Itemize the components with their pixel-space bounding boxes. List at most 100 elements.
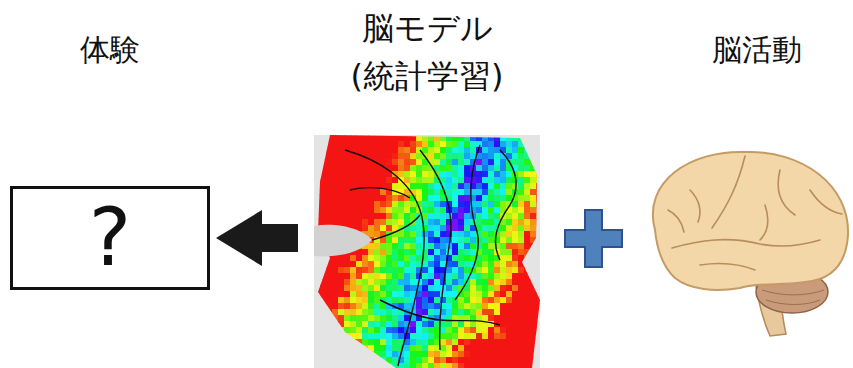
- texture-cell: [344, 285, 351, 292]
- texture-cell: [362, 309, 369, 316]
- texture-cell: [482, 279, 489, 286]
- texture-cell: [344, 345, 351, 352]
- texture-cell: [440, 345, 447, 352]
- texture-cell: [518, 201, 525, 208]
- texture-cell: [362, 363, 369, 368]
- texture-cell: [494, 171, 501, 178]
- texture-cell: [476, 321, 483, 328]
- texture-cell: [470, 303, 477, 310]
- texture-cell: [368, 279, 375, 286]
- texture-cell: [356, 273, 363, 280]
- texture-cell: [536, 159, 543, 166]
- texture-cell: [392, 339, 399, 346]
- texture-cell: [314, 171, 321, 178]
- texture-cell: [458, 327, 465, 334]
- texture-cell: [494, 183, 501, 190]
- texture-cell: [482, 147, 489, 154]
- texture-cell: [374, 219, 381, 226]
- texture-cell: [500, 189, 507, 196]
- texture-cell: [470, 249, 477, 256]
- texture-cell: [512, 237, 519, 244]
- texture-cell: [374, 195, 381, 202]
- texture-cell: [470, 285, 477, 292]
- texture-cell: [368, 249, 375, 256]
- texture-cell: [380, 201, 387, 208]
- texture-cell: [494, 189, 501, 196]
- texture-cell: [392, 183, 399, 190]
- texture-cell: [536, 297, 543, 304]
- texture-cell: [488, 273, 495, 280]
- texture-cell: [398, 159, 405, 166]
- texture-cell: [524, 147, 531, 154]
- cerebrum: [653, 152, 848, 290]
- texture-cell: [452, 135, 459, 142]
- texture-cell: [512, 345, 519, 352]
- texture-cell: [404, 135, 411, 142]
- texture-cell: [512, 201, 519, 208]
- texture-cell: [428, 297, 435, 304]
- texture-cell: [494, 147, 501, 154]
- texture-cell: [524, 231, 531, 238]
- texture-cell: [410, 231, 417, 238]
- texture-cell: [530, 255, 537, 262]
- texture-cell: [458, 165, 465, 172]
- texture-cell: [320, 285, 327, 292]
- texture-cell: [404, 345, 411, 352]
- texture-cell: [392, 327, 399, 334]
- texture-cell: [458, 237, 465, 244]
- texture-cell: [506, 171, 513, 178]
- texture-cell: [338, 261, 345, 268]
- texture-cell: [476, 297, 483, 304]
- texture-cell: [524, 219, 531, 226]
- texture-cell: [512, 135, 519, 142]
- texture-cell: [338, 177, 345, 184]
- texture-cell: [452, 225, 459, 232]
- texture-cell: [488, 171, 495, 178]
- texture-cell: [518, 315, 525, 322]
- texture-cell: [404, 249, 411, 256]
- texture-cell: [332, 321, 339, 328]
- texture-cell: [464, 297, 471, 304]
- texture-cell: [416, 237, 423, 244]
- node-heading: 脳活動: [662, 28, 852, 72]
- texture-cell: [482, 273, 489, 280]
- texture-cell: [332, 261, 339, 268]
- texture-cell: [536, 273, 543, 280]
- texture-cell: [404, 141, 411, 148]
- texture-cell: [506, 297, 513, 304]
- texture-cell: [380, 291, 387, 298]
- texture-cell: [440, 327, 447, 334]
- texture-cell: [530, 147, 537, 154]
- texture-cell: [326, 345, 333, 352]
- texture-cell: [452, 207, 459, 214]
- texture-cell: [326, 309, 333, 316]
- texture-cell: [398, 171, 405, 178]
- texture-cell: [320, 357, 327, 364]
- texture-cell: [440, 219, 447, 226]
- texture-cell: [428, 279, 435, 286]
- texture-cell: [512, 279, 519, 286]
- texture-cell: [338, 159, 345, 166]
- texture-cell: [524, 243, 531, 250]
- texture-cell: [392, 333, 399, 340]
- texture-cell: [362, 171, 369, 178]
- texture-cell: [338, 345, 345, 352]
- texture-cell: [368, 243, 375, 250]
- texture-cell: [446, 267, 453, 274]
- texture-cell: [314, 141, 321, 148]
- texture-cell: [422, 285, 429, 292]
- texture-cell: [326, 363, 333, 368]
- texture-cell: [338, 183, 345, 190]
- texture-cell: [530, 135, 537, 142]
- texture-cell: [488, 315, 495, 322]
- texture-cell: [422, 177, 429, 184]
- texture-cell: [374, 339, 381, 346]
- texture-cell: [326, 213, 333, 220]
- texture-cell: [332, 135, 339, 142]
- texture-cell: [440, 339, 447, 346]
- texture-cell: [518, 183, 525, 190]
- texture-cell: [326, 165, 333, 172]
- texture-cell: [404, 261, 411, 268]
- texture-cell: [314, 333, 321, 340]
- texture-cell: [476, 207, 483, 214]
